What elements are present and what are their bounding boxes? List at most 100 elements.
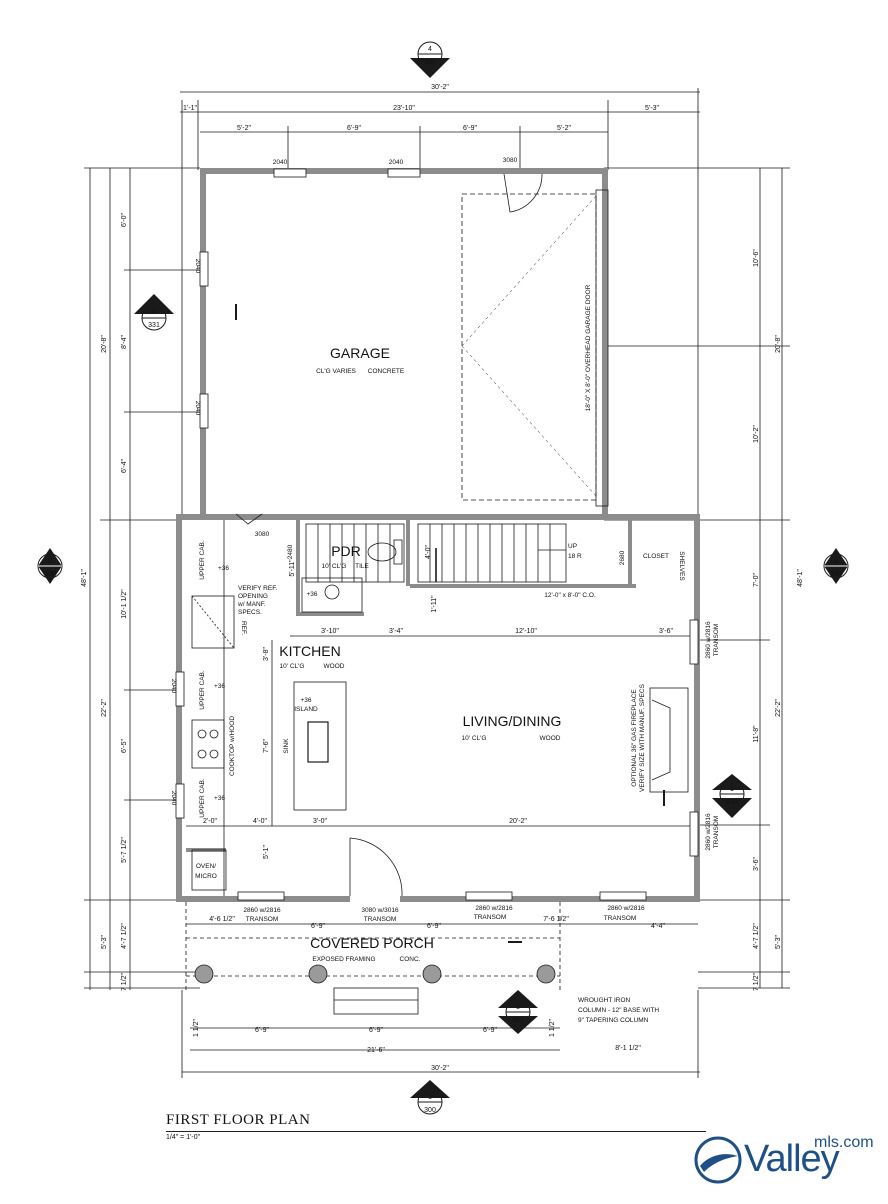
svg-text:2860 w/2816: 2860 w/2816	[607, 905, 645, 912]
svg-text:1'-11": 1'-11"	[431, 595, 438, 613]
svg-text:4'-0": 4'-0"	[425, 545, 432, 559]
swoosh-icon	[694, 1136, 742, 1184]
svg-text:7 1/2": 7 1/2"	[753, 972, 760, 991]
svg-text:20'-2": 20'-2"	[509, 818, 527, 825]
svg-text:331: 331	[148, 322, 160, 329]
svg-text:21'-6": 21'-6"	[367, 1047, 385, 1054]
svg-text:TRANSOM: TRANSOM	[474, 914, 507, 921]
svg-text:4'-0": 4'-0"	[253, 818, 267, 825]
svg-text:w/ MANF.: w/ MANF.	[237, 601, 266, 608]
section-marker-left: 2 300	[37, 548, 63, 584]
svg-text:6'-9": 6'-9"	[311, 923, 325, 930]
svg-text:TRANSOM: TRANSOM	[713, 624, 720, 657]
section-markers: 4 300 1 300 2 300 3 300	[37, 41, 849, 1115]
svg-text:+36: +36	[214, 683, 225, 690]
svg-text:2040: 2040	[170, 679, 177, 694]
svg-text:ISLAND: ISLAND	[294, 706, 318, 713]
svg-text:VERIFY SIZE WITH MANUF. SPECS: VERIFY SIZE WITH MANUF. SPECS	[639, 683, 646, 792]
svg-text:22'-2": 22'-2"	[775, 699, 782, 717]
dimension-texts: 30'-2" 1'-1" 23'-10" 5'-3" 5'-2" 6'-9" 6…	[81, 84, 804, 1072]
section-marker-porch: 3 331	[498, 990, 538, 1034]
dimension-lines	[84, 88, 790, 1078]
svg-text:7'-6 1/2": 7'-6 1/2"	[543, 916, 569, 923]
svg-text:11'-8": 11'-8"	[753, 725, 760, 743]
svg-text:6'-9": 6'-9"	[427, 923, 441, 930]
svg-text:5'-3": 5'-3"	[101, 935, 108, 949]
svg-text:EXPOSED FRAMING: EXPOSED FRAMING	[312, 956, 375, 963]
title-rule	[166, 1131, 706, 1132]
covered-porch-label: COVERED PORCH	[310, 935, 434, 951]
kitchen-label: KITCHEN	[279, 643, 340, 659]
svg-text:2680: 2680	[619, 550, 626, 565]
svg-text:VERIFY REF.: VERIFY REF.	[238, 585, 277, 592]
svg-text:2'-0": 2'-0"	[203, 818, 217, 825]
svg-text:+36: +36	[306, 591, 317, 598]
svg-text:CONC.: CONC.	[400, 956, 421, 963]
svg-text:2040: 2040	[194, 259, 201, 274]
svg-text:6'-9": 6'-9"	[483, 1027, 497, 1034]
porch-columns	[194, 964, 556, 984]
svg-text:7 1/2": 7 1/2"	[121, 972, 128, 991]
svg-text:2040: 2040	[170, 791, 177, 806]
svg-text:REF.: REF.	[240, 621, 247, 635]
svg-text:SPECS.: SPECS.	[238, 609, 262, 616]
pdr-label: PDR	[331, 543, 361, 559]
svg-text:7'-6": 7'-6"	[263, 739, 270, 753]
logo-brand: Valley	[744, 1138, 840, 1180]
svg-text:TILE: TILE	[355, 563, 369, 570]
svg-text:3080 w/3016: 3080 w/3016	[361, 907, 399, 914]
svg-text:6'-5": 6'-5"	[121, 739, 128, 753]
svg-text:CL'G VARIES: CL'G VARIES	[316, 368, 356, 375]
svg-text:TRANSOM: TRANSOM	[604, 915, 637, 922]
svg-text:SINK: SINK	[283, 738, 290, 754]
svg-text:4'-7 1/2": 4'-7 1/2"	[753, 923, 760, 949]
plan-title: FIRST FLOOR PLAN	[166, 1112, 311, 1128]
svg-text:4'-7 1/2": 4'-7 1/2"	[121, 923, 128, 949]
svg-text:6'-4": 6'-4"	[121, 459, 128, 473]
svg-text:20'-8": 20'-8"	[101, 335, 108, 353]
svg-text:WOOD: WOOD	[540, 735, 561, 742]
svg-text:30'-2": 30'-2"	[431, 1065, 449, 1072]
svg-text:3'-6": 3'-6"	[753, 857, 760, 871]
svg-text:UPPER CAB.: UPPER CAB.	[199, 540, 206, 580]
svg-text:8'-4": 8'-4"	[121, 335, 128, 349]
svg-text:300: 300	[424, 1107, 436, 1114]
svg-text:12'-0" x 8'-0" C.O.: 12'-0" x 8'-0" C.O.	[544, 592, 596, 599]
svg-text:2: 2	[48, 558, 52, 565]
svg-text:2860 w/2816: 2860 w/2816	[475, 905, 513, 912]
svg-text:10'-2": 10'-2"	[753, 425, 760, 443]
svg-text:5'-1": 5'-1"	[263, 845, 270, 859]
svg-text:WROUGHT IRON: WROUGHT IRON	[578, 997, 631, 1004]
svg-text:12'-10": 12'-10"	[515, 628, 537, 635]
svg-text:+36: +36	[214, 795, 225, 802]
svg-text:2: 2	[152, 308, 156, 315]
svg-text:UPPER CAB.: UPPER CAB.	[199, 670, 206, 710]
svg-text:1 1/2": 1 1/2"	[549, 1018, 556, 1037]
svg-text:3'-10": 3'-10"	[321, 628, 339, 635]
svg-text:48'-1": 48'-1"	[797, 569, 804, 587]
svg-text:CONCRETE: CONCRETE	[368, 368, 405, 375]
svg-text:1: 1	[428, 1094, 432, 1101]
title-block: FIRST FLOOR PLAN 1/4" = 1'-0"	[166, 1112, 706, 1141]
svg-text:30'-2": 30'-2"	[431, 84, 449, 91]
logo-suffix: mls.com	[814, 1134, 874, 1151]
svg-text:4'-6 1/2": 4'-6 1/2"	[209, 916, 235, 923]
svg-text:300: 300	[44, 571, 56, 578]
svg-text:300: 300	[830, 571, 842, 578]
svg-text:331: 331	[726, 799, 738, 806]
svg-text:18 R: 18 R	[568, 553, 582, 560]
svg-text:300: 300	[424, 59, 436, 66]
svg-text:10'-1 1/2": 10'-1 1/2"	[121, 589, 128, 619]
svg-text:8'-1 1/2": 8'-1 1/2"	[615, 1045, 641, 1052]
window-tags: 2040 2040 3080 2040 2040 3080 2480 2680 …	[170, 157, 720, 923]
svg-text:4: 4	[428, 46, 432, 53]
svg-text:2860 w/2816: 2860 w/2816	[705, 621, 712, 659]
closet-label: CLOSET	[643, 553, 669, 560]
svg-text:18'-0" X 8'-0" OVERHEAD GARAGE: 18'-0" X 8'-0" OVERHEAD GARAGE DOOR	[585, 284, 592, 411]
svg-text:1: 1	[730, 786, 734, 793]
svg-text:2860 w/2816: 2860 w/2816	[705, 813, 712, 851]
svg-text:6'-9": 6'-9"	[463, 125, 477, 132]
garage-label: GARAGE	[330, 345, 390, 361]
svg-text:TRANSOM: TRANSOM	[364, 916, 397, 923]
